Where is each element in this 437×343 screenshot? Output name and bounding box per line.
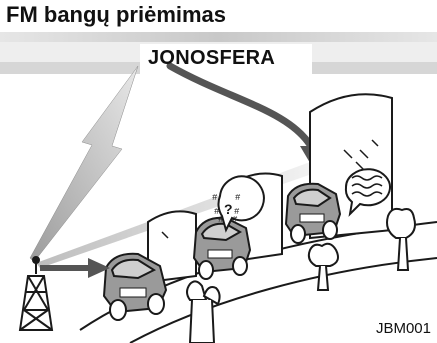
figure-code: JBM001 <box>375 320 431 337</box>
ionosphere-label: JONOSFERA <box>148 47 276 69</box>
tree-right <box>386 207 416 271</box>
tree-mid <box>307 242 339 291</box>
noise-bubble: # # # # # # ? <box>212 175 265 233</box>
tree-front <box>186 280 221 343</box>
svg-text:#: # <box>218 215 224 225</box>
signal-bubble <box>344 168 391 217</box>
transmitter-tower-icon <box>18 256 54 331</box>
page-title: FM bangų priėmimas <box>6 2 227 27</box>
noise-question-mark: ? <box>224 201 233 217</box>
svg-text:#: # <box>212 193 218 203</box>
car-near <box>102 252 168 321</box>
building-near <box>147 210 197 284</box>
svg-text:#: # <box>232 215 238 225</box>
ionosphere-band <box>0 32 437 74</box>
car-far <box>284 182 342 244</box>
direct-wave-arrow <box>40 258 110 278</box>
svg-text:#: # <box>214 207 220 217</box>
svg-text:#: # <box>235 193 241 203</box>
svg-text:#: # <box>234 207 240 217</box>
sky-wave-up <box>29 65 139 263</box>
car-mid <box>192 216 252 280</box>
reflected-wave-arrow <box>166 62 326 168</box>
